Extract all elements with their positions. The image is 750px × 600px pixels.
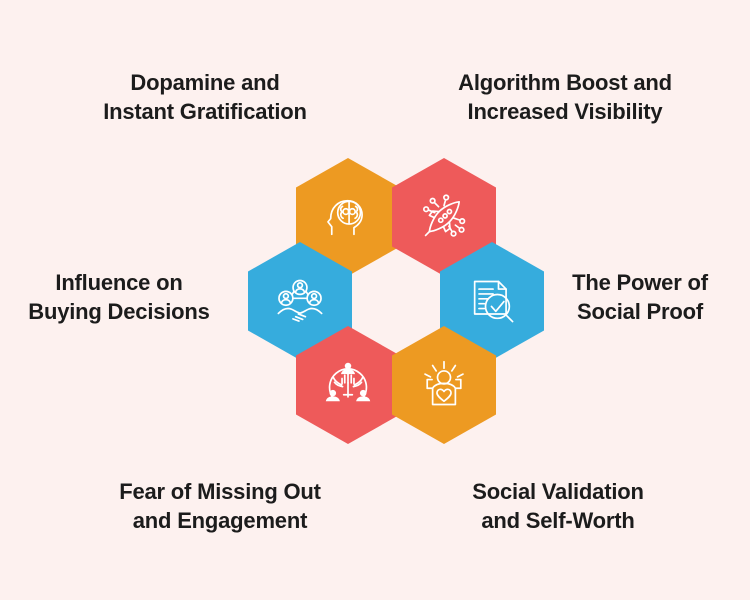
label-social-proof: The Power of Social Proof (572, 270, 708, 325)
crowd-reaching-hands-icon (322, 359, 374, 411)
document-magnifier-check-icon (466, 275, 518, 327)
hexagon-cluster (236, 158, 544, 444)
head-brain-icon (322, 191, 374, 243)
handshake-people-network-icon (274, 275, 326, 327)
label-algorithm: Algorithm Boost and Increased Visibility (458, 70, 672, 125)
label-fomo: Fear of Missing Out and Engagement (119, 479, 321, 534)
person-raised-arms-heart-icon (418, 359, 470, 411)
rocket-network-icon (418, 191, 470, 243)
label-dopamine: Dopamine and Instant Gratification (103, 70, 307, 125)
label-self-worth: Social Validation and Self-Worth (472, 479, 644, 534)
label-influence: Influence on Buying Decisions (28, 270, 210, 325)
